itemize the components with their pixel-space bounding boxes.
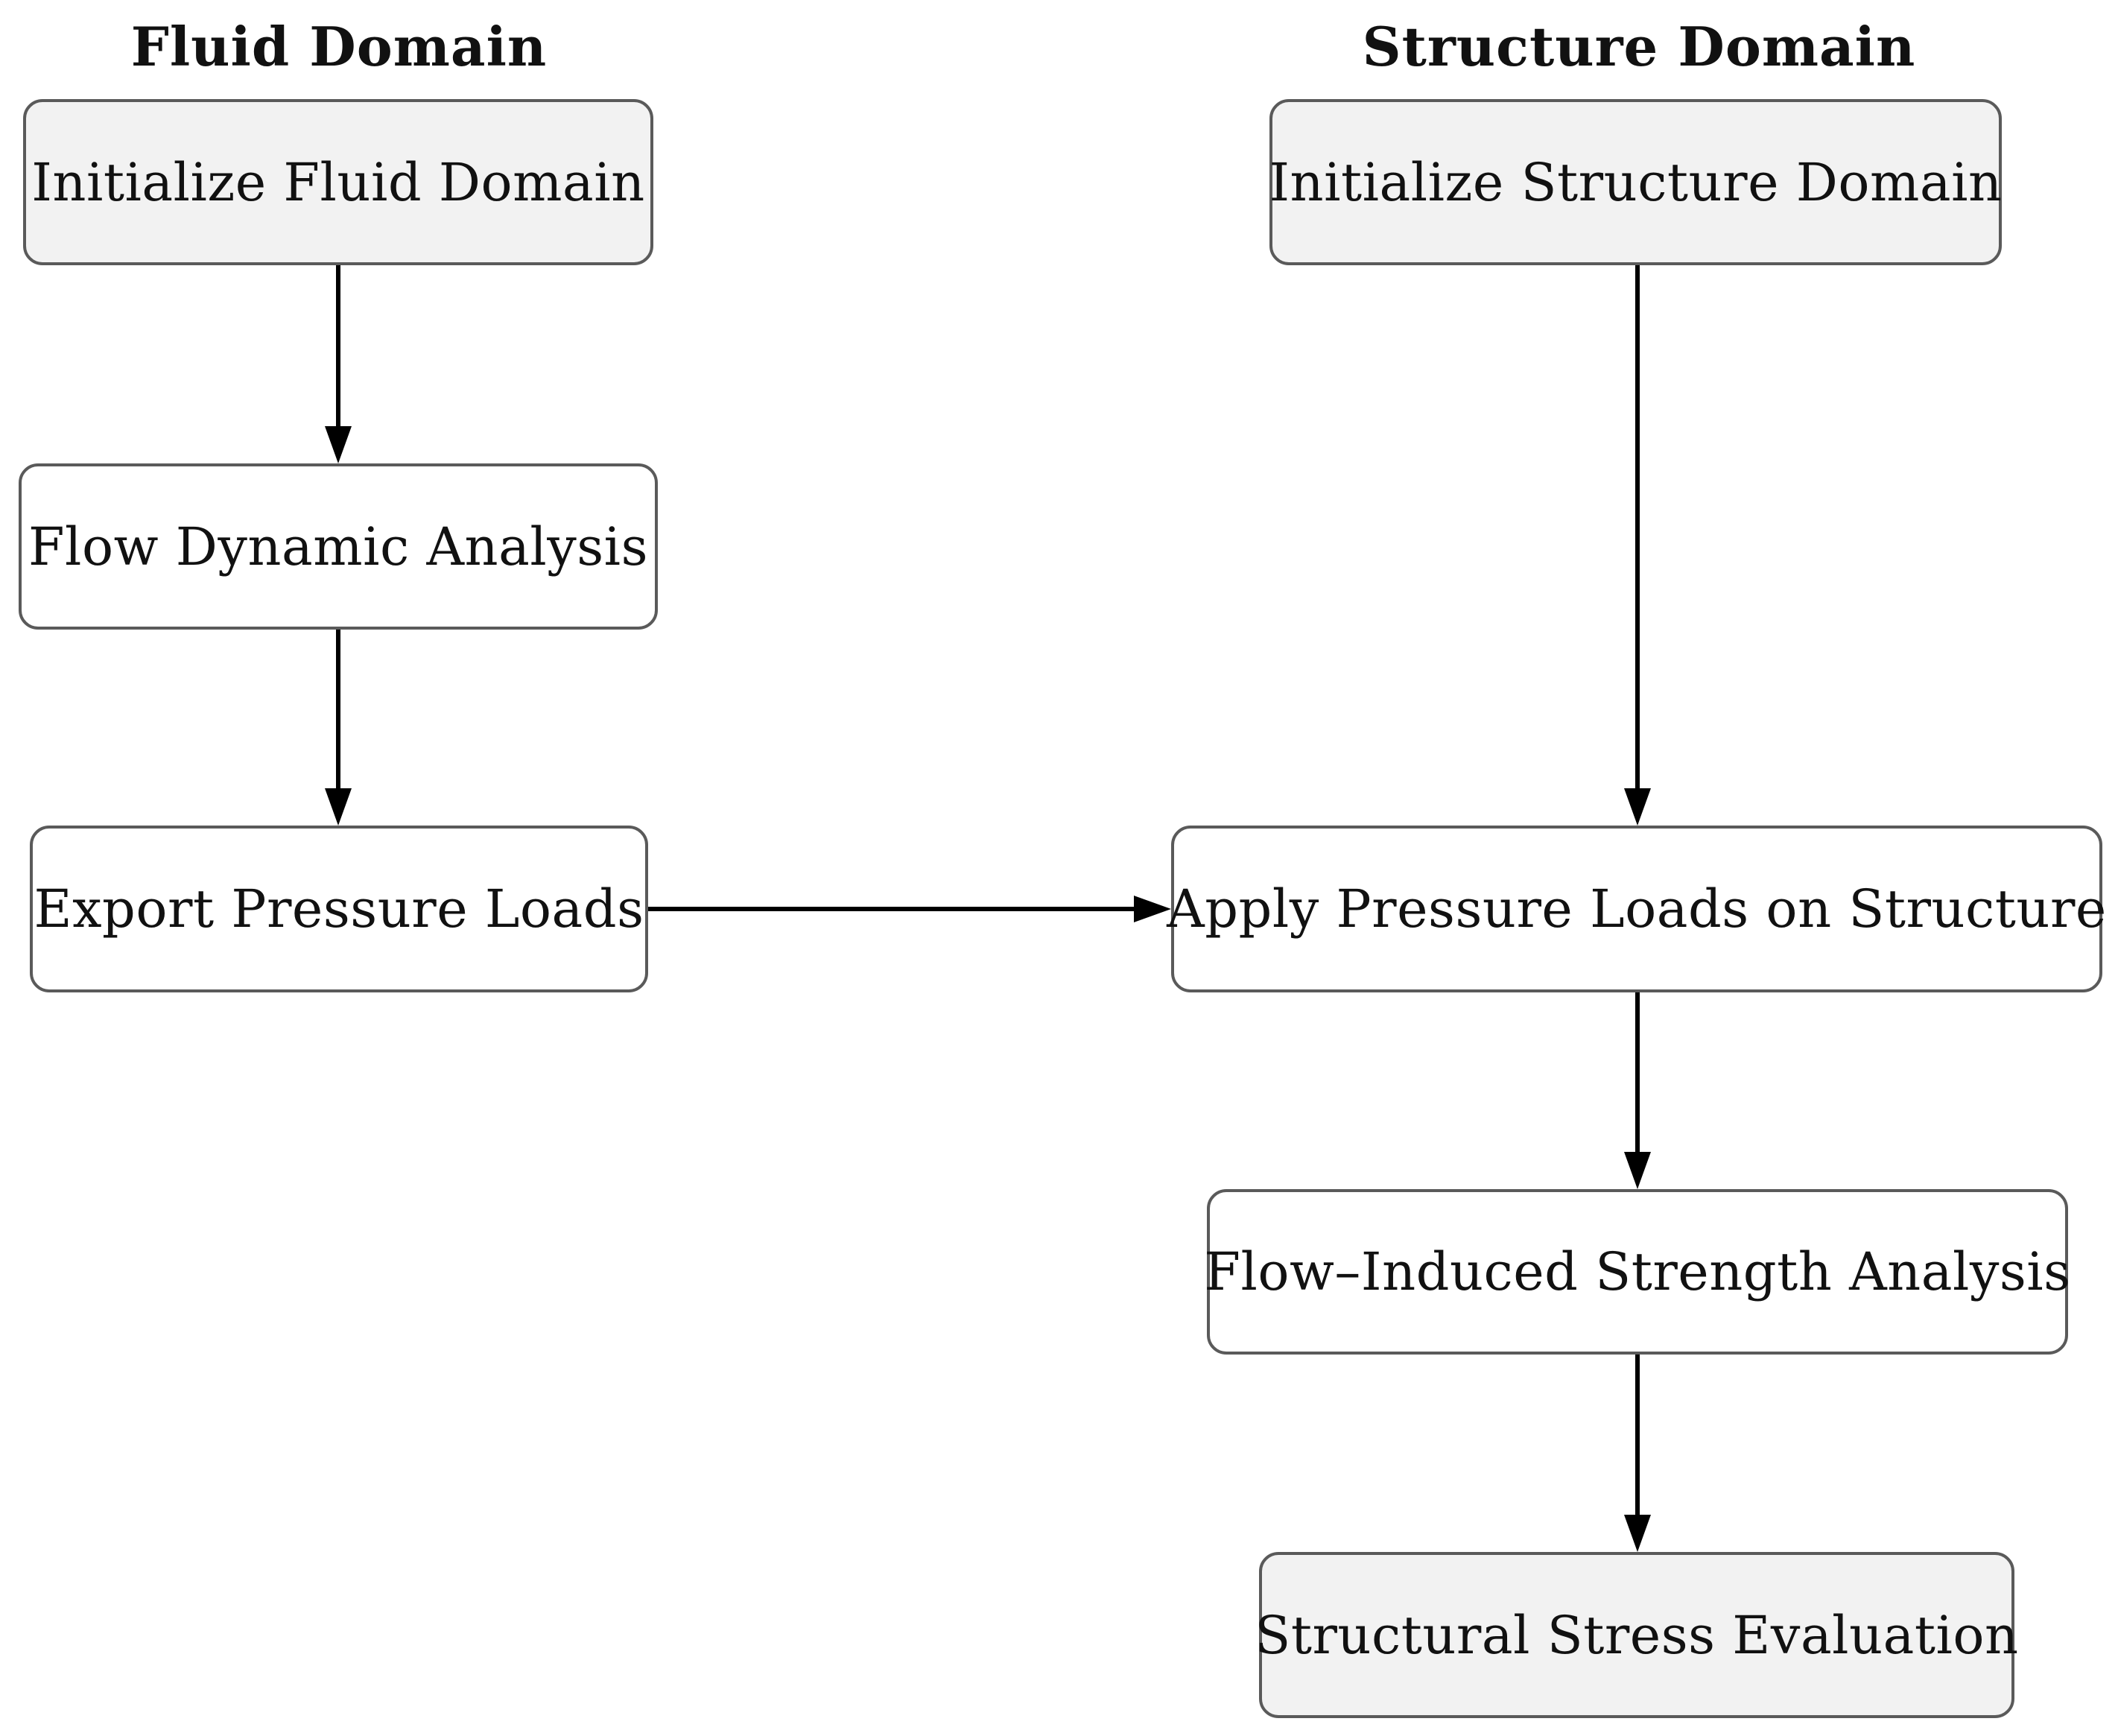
structure-domain-heading: Structure Domain xyxy=(1362,15,1916,78)
arrowhead-export xyxy=(325,788,352,826)
arrowhead-flow-induced xyxy=(1624,1152,1651,1189)
node-initialize-fluid-domain: Initialize Fluid Domain xyxy=(23,99,653,265)
node-export-pressure-loads: Export Pressure Loads xyxy=(30,826,648,992)
node-initialize-structure-domain: Initialize Structure Domain xyxy=(1269,99,2002,265)
arrowhead-apply-from-init-structure xyxy=(1624,788,1651,826)
node-structural-stress-evaluation: Structural Stress Evaluation xyxy=(1255,1552,2018,1718)
node-flow-induced-strength-analysis: Flow–Induced Strength Analysis xyxy=(1204,1189,2070,1355)
arrowhead-apply-from-export xyxy=(1134,896,1171,922)
node-flow-dynamic-analysis: Flow Dynamic Analysis xyxy=(19,463,658,630)
arrowhead-stress xyxy=(1624,1515,1651,1552)
node-apply-pressure-loads: Apply Pressure Loads on Structure xyxy=(1167,826,2106,992)
fluid-domain-heading: Fluid Domain xyxy=(130,15,548,78)
arrowhead-flow-dynamic xyxy=(325,426,352,463)
